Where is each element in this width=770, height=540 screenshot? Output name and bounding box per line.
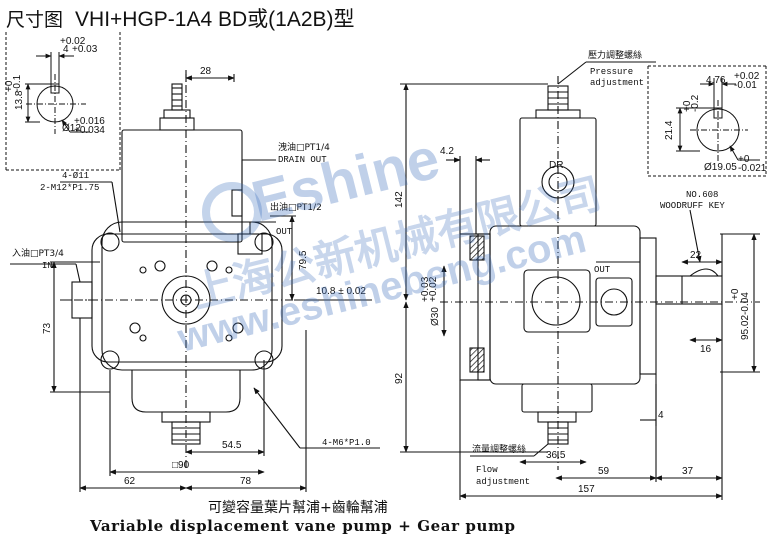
side-dim-92: 92 — [394, 372, 405, 384]
drain-port-cn: 洩油□PT1/4 — [278, 141, 330, 153]
right-height-tol-hi: +0 — [682, 100, 693, 112]
side-view — [400, 61, 760, 500]
side-dim-95-tol: +0 — [730, 288, 741, 300]
left-height-tol-lo: -0.1 — [12, 74, 23, 92]
front-dim-28: 28 — [200, 66, 212, 77]
page-title: 尺寸图 VHI+HGP-1A4 BD或(1A2B)型 — [6, 3, 355, 33]
right-shaft-tol-hi: +0 — [738, 154, 750, 165]
side-dim-37: 37 — [682, 466, 694, 477]
left-height-tol-hi: +0 — [4, 80, 15, 92]
drain-port-en: DRAIN OUT — [278, 155, 327, 165]
left-shaft-dia: Ø12 — [62, 123, 81, 134]
shaft-detail-right — [647, 65, 767, 177]
woodruff-key-2: WOODRUFF KEY — [660, 201, 725, 211]
side-dim-95: 95.02-0.04 — [740, 292, 751, 340]
flow-adjust-cn: 流量調整螺絲 — [472, 443, 526, 455]
side-dim-4: 4 — [658, 410, 664, 421]
front-bolt-label: 4-M6*P1.0 — [322, 438, 371, 448]
left-height: 13.8 — [14, 90, 25, 110]
right-key-tol-lo: -0.01 — [734, 80, 757, 91]
drain-port-dr: DR — [549, 160, 563, 171]
right-key-width: 4.76 — [706, 75, 726, 86]
flow-adjust-en1: Flow — [476, 465, 498, 475]
woodruff-key-1: NO.608 — [686, 190, 718, 200]
front-thread-label: 2-M12*P1.75 — [40, 183, 99, 193]
outlet-port-en: OUT — [276, 227, 293, 237]
side-dim-59: 59 — [598, 466, 610, 477]
side-dim-157: 157 — [578, 484, 595, 495]
pilot-dia: Ø30 — [430, 307, 441, 326]
front-dim-73: 73 — [42, 322, 53, 334]
front-dim-10-8: 10.8 ± 0.02 — [316, 286, 366, 297]
side-dim-16: 16 — [700, 344, 712, 355]
front-dim-62: 62 — [124, 476, 136, 487]
pressure-adjust-en1: Pressure — [590, 67, 633, 77]
pressure-adjust-cn: 壓力調整螺絲 — [588, 49, 642, 61]
front-holes-label: 4-Ø11 — [62, 171, 89, 181]
right-height-tol-lo: -0.2 — [690, 94, 701, 112]
flow-adjust-en2: adjustment — [476, 477, 530, 487]
right-key-tol-hi: +0.02 — [734, 71, 760, 82]
side-dim-4-2: 4.2 — [440, 146, 454, 157]
left-key-tol-lo: +0.03 — [72, 44, 98, 55]
side-dim-36-5: 36.5 — [546, 450, 566, 461]
side-dim-142: 142 — [394, 191, 405, 208]
left-key-width: 4 — [63, 44, 69, 55]
outlet-port-cn: 出油□PT1/2 — [270, 201, 322, 213]
inlet-port-cn: 入油□PT3/4 — [12, 247, 64, 259]
front-dim-79-5: 79.5 — [298, 250, 309, 270]
left-shaft-tol-lo: +0.034 — [74, 125, 105, 136]
front-dim-78: 78 — [240, 476, 252, 487]
pilot-tol-lo: +0.02 — [428, 276, 439, 302]
side-dim-22: 22 — [690, 250, 702, 261]
front-dim-54-5: 54.5 — [222, 440, 242, 451]
watermark-logo-icon — [202, 182, 262, 242]
left-key-tol-hi: +0.02 — [60, 36, 86, 47]
right-shaft-dia: Ø19.05 — [704, 162, 737, 173]
left-shaft-tol-hi: +0.016 — [74, 116, 105, 127]
title-model: VHI+HGP-1A4 BD或(1A2B)型 — [75, 8, 355, 31]
caption-english: Variable displacement vane pump + Gear p… — [90, 517, 516, 535]
right-shaft-tol-lo: -0.021 — [738, 163, 767, 174]
caption-chinese: 可變容量葉片幫浦+齒輪幫浦 — [208, 500, 388, 516]
front-view — [10, 70, 380, 492]
shaft-detail-left — [5, 32, 121, 171]
pilot-tol-hi: +0.03 — [420, 276, 431, 302]
inlet-port-en: IN — [42, 261, 53, 271]
pressure-adjust-en2: adjustment — [590, 78, 644, 88]
side-out-label: OUT — [594, 265, 611, 275]
front-square-90: □90 — [172, 460, 190, 471]
title-prefix: 尺寸图 — [6, 9, 64, 31]
right-height: 21.4 — [664, 120, 675, 140]
